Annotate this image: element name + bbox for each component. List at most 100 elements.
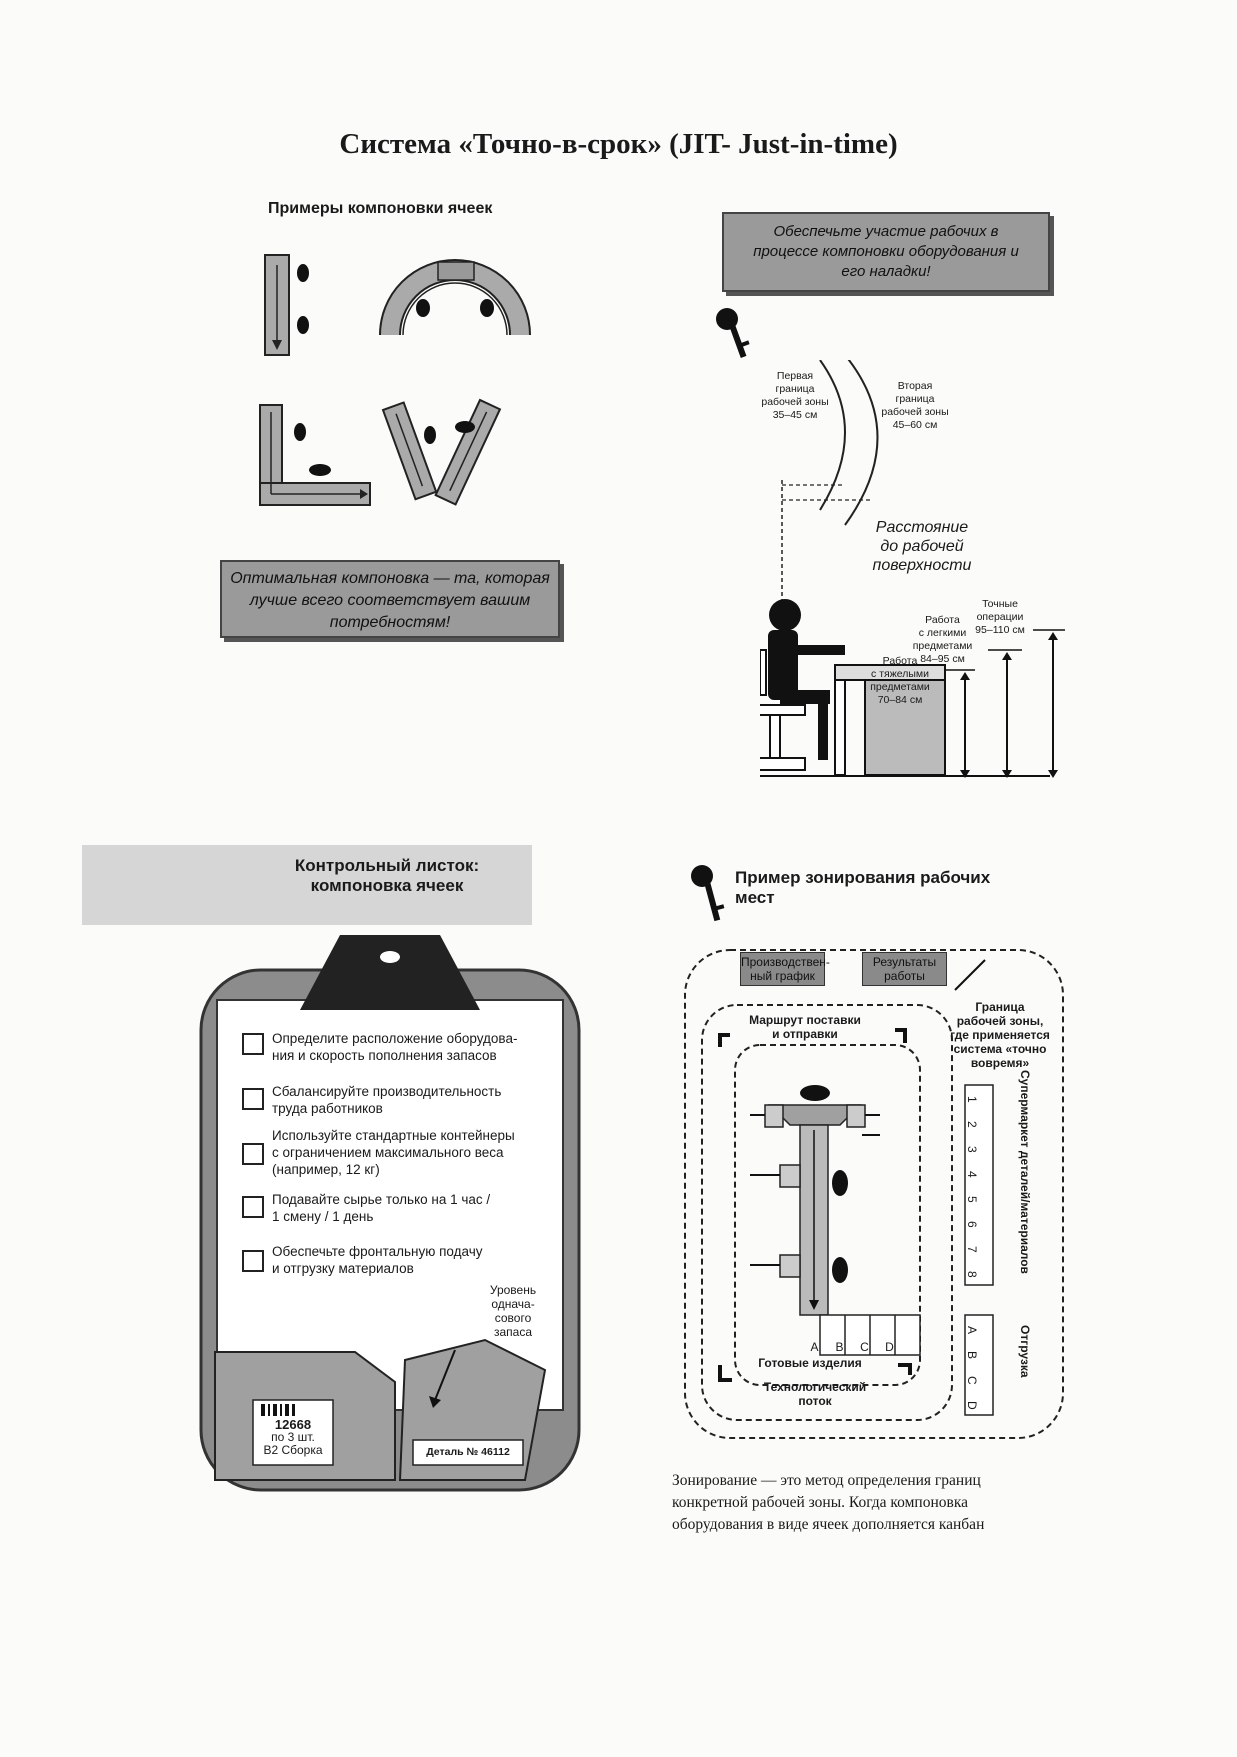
zoning-paragraph: Зонирование — это метод определения гран… xyxy=(672,1470,1052,1536)
container-label-line: 12668 xyxy=(274,1417,312,1432)
flow-route xyxy=(734,1044,921,1386)
checklist-item-1: Определите расположение оборудова- ния и… xyxy=(272,1030,572,1064)
worker-icon xyxy=(480,299,494,317)
checklist-line: и отгрузку материалов xyxy=(272,1261,414,1276)
product-cell-labels: A B C D xyxy=(802,1340,902,1354)
supermarket-cell: 3 xyxy=(965,1146,979,1153)
checkbox-1[interactable] xyxy=(242,1033,264,1055)
precise-line: 95–110 см xyxy=(975,624,1025,636)
checklist-item-2: Сбалансируйте производительность труда р… xyxy=(272,1083,572,1117)
checkbox-3[interactable] xyxy=(242,1143,264,1165)
results-line: Результаты xyxy=(872,955,937,969)
zone1-line: граница xyxy=(775,383,815,395)
light-line: предметами xyxy=(912,640,973,652)
results-line: работы xyxy=(884,969,925,983)
supermarket-cell: 8 xyxy=(965,1271,979,1278)
zone1-line: рабочей зоны xyxy=(761,396,829,408)
supermarket-cell: 1 xyxy=(965,1096,979,1103)
worker-icon xyxy=(297,316,309,334)
checklist-line: Подавайте сырье только на 1 час / xyxy=(272,1192,491,1207)
distance-label: Расстояние до рабочей поверхности xyxy=(862,518,982,575)
heavy-line: с тяжелыми xyxy=(871,668,929,680)
precise-line: Точные xyxy=(982,598,1018,610)
person-head xyxy=(769,599,801,631)
product-cell: A xyxy=(810,1340,819,1354)
zone2-label: Вторая граница рабочей зоны 45–60 см xyxy=(870,380,960,432)
worker-icon xyxy=(832,1257,848,1283)
paragraph-line: конкретной рабочей зоны. Когда компоновк… xyxy=(672,1494,969,1511)
worker-icon xyxy=(800,1085,830,1101)
key-icon xyxy=(716,308,750,358)
results-box: Результаты работы xyxy=(862,952,947,986)
cell-layout-diagrams xyxy=(259,254,531,506)
zone2-line: граница xyxy=(895,393,935,405)
worker-icon xyxy=(294,423,306,441)
shipping-rack xyxy=(964,1314,994,1416)
light-line: Работа xyxy=(925,614,960,626)
zone2-line: рабочей зоны xyxy=(881,406,949,418)
checklist-heading-line: компоновка ячеек xyxy=(310,876,464,895)
flow-line: Технологический xyxy=(763,1380,867,1394)
checklist-heading-bg xyxy=(82,845,532,925)
boundary-line: вовремя» xyxy=(970,1056,1030,1070)
distance-line: поверхности xyxy=(872,557,972,574)
paragraph-line: оборудования в виде ячеек дополняется ка… xyxy=(672,1516,985,1533)
checkbox-2[interactable] xyxy=(242,1088,264,1110)
checkbox-5[interactable] xyxy=(242,1250,264,1272)
key-icon xyxy=(691,865,725,922)
distance-line: Расстояние xyxy=(875,519,969,536)
checklist-item-3: Используйте стандартные контейнеры с огр… xyxy=(272,1127,572,1178)
container-label: 12668 по 3 шт. В2 Сборка xyxy=(253,1418,333,1457)
person-body xyxy=(768,630,798,700)
schedule-line: Производствен- xyxy=(741,955,830,969)
worker-icon xyxy=(455,421,475,433)
worker-icon xyxy=(424,426,436,444)
boundary-line: Граница xyxy=(975,1000,1025,1014)
zone1-line: Первая xyxy=(776,370,814,382)
checklist-line: 1 смену / 1 день xyxy=(272,1209,374,1224)
product-cell: C xyxy=(860,1340,869,1354)
stock-level-label: Уровень однача- сового запаса xyxy=(478,1283,548,1339)
checkbox-4[interactable] xyxy=(242,1196,264,1218)
paragraph-line: Зонирование — это метод определения гран… xyxy=(672,1472,981,1489)
supermarket-cell: 6 xyxy=(965,1221,979,1228)
checklist-line: труда работников xyxy=(272,1101,383,1116)
worker-icon xyxy=(309,464,331,476)
worker-icon xyxy=(832,1170,848,1196)
stock-line: запаса xyxy=(493,1325,533,1339)
product-cell: D xyxy=(885,1340,894,1354)
checklist-heading: Контрольный листок: компоновка ячеек xyxy=(262,856,512,896)
heavy-line: предметами xyxy=(870,681,930,693)
cell-layout-heading: Примеры компоновки ячеек xyxy=(268,200,493,217)
checklist-item-4: Подавайте сырье только на 1 час / 1 смен… xyxy=(272,1191,572,1225)
outer-zone-boundary xyxy=(684,949,1064,1439)
zone1-line: 35–45 см xyxy=(772,409,818,421)
delivery-route xyxy=(701,1004,953,1421)
boundary-line: рабочей зоны, xyxy=(956,1014,1044,1028)
supermarket-cell: 7 xyxy=(965,1246,979,1253)
container-label-line: В2 Сборка xyxy=(263,1443,323,1457)
supermarket-cell: 4 xyxy=(965,1171,979,1178)
worker-icon xyxy=(416,299,430,317)
clipboard xyxy=(199,935,581,1492)
checklist-line: Определите расположение оборудова- xyxy=(272,1031,518,1046)
checklist-line: ния и скорость пополнения запасов xyxy=(272,1048,497,1063)
stock-line: сового xyxy=(494,1311,532,1325)
zone2-line: Вторая xyxy=(897,380,933,392)
heavy-line: 70–84 см xyxy=(877,694,923,706)
page-title: Система «Точно-в-срок» (JIT- Just-in-tim… xyxy=(339,128,898,160)
boundary-line: где применяется xyxy=(950,1028,1050,1042)
checklist-line: с ограничением максимального веса xyxy=(272,1145,504,1160)
zone1-label: Первая граница рабочей зоны 35–45 см xyxy=(750,370,840,422)
supermarket-cell: 5 xyxy=(965,1196,979,1203)
checklist-line: Используйте стандартные контейнеры xyxy=(272,1128,515,1143)
precise-ops-label: Точные операции 95–110 см xyxy=(960,598,1040,637)
shipping-cell: B xyxy=(965,1351,979,1360)
route-label: Маршрут поставки и отправки xyxy=(745,1013,865,1041)
v-shape-cell xyxy=(381,401,438,501)
stock-line: однача- xyxy=(491,1297,535,1311)
zoning-heading-line: Пример зонирования рабочих xyxy=(735,868,991,887)
clipboard-clip xyxy=(300,935,480,1010)
supermarket-cell: 2 xyxy=(965,1121,979,1128)
checklist-line: Обеспечьте фронтальную подачу xyxy=(272,1244,483,1259)
